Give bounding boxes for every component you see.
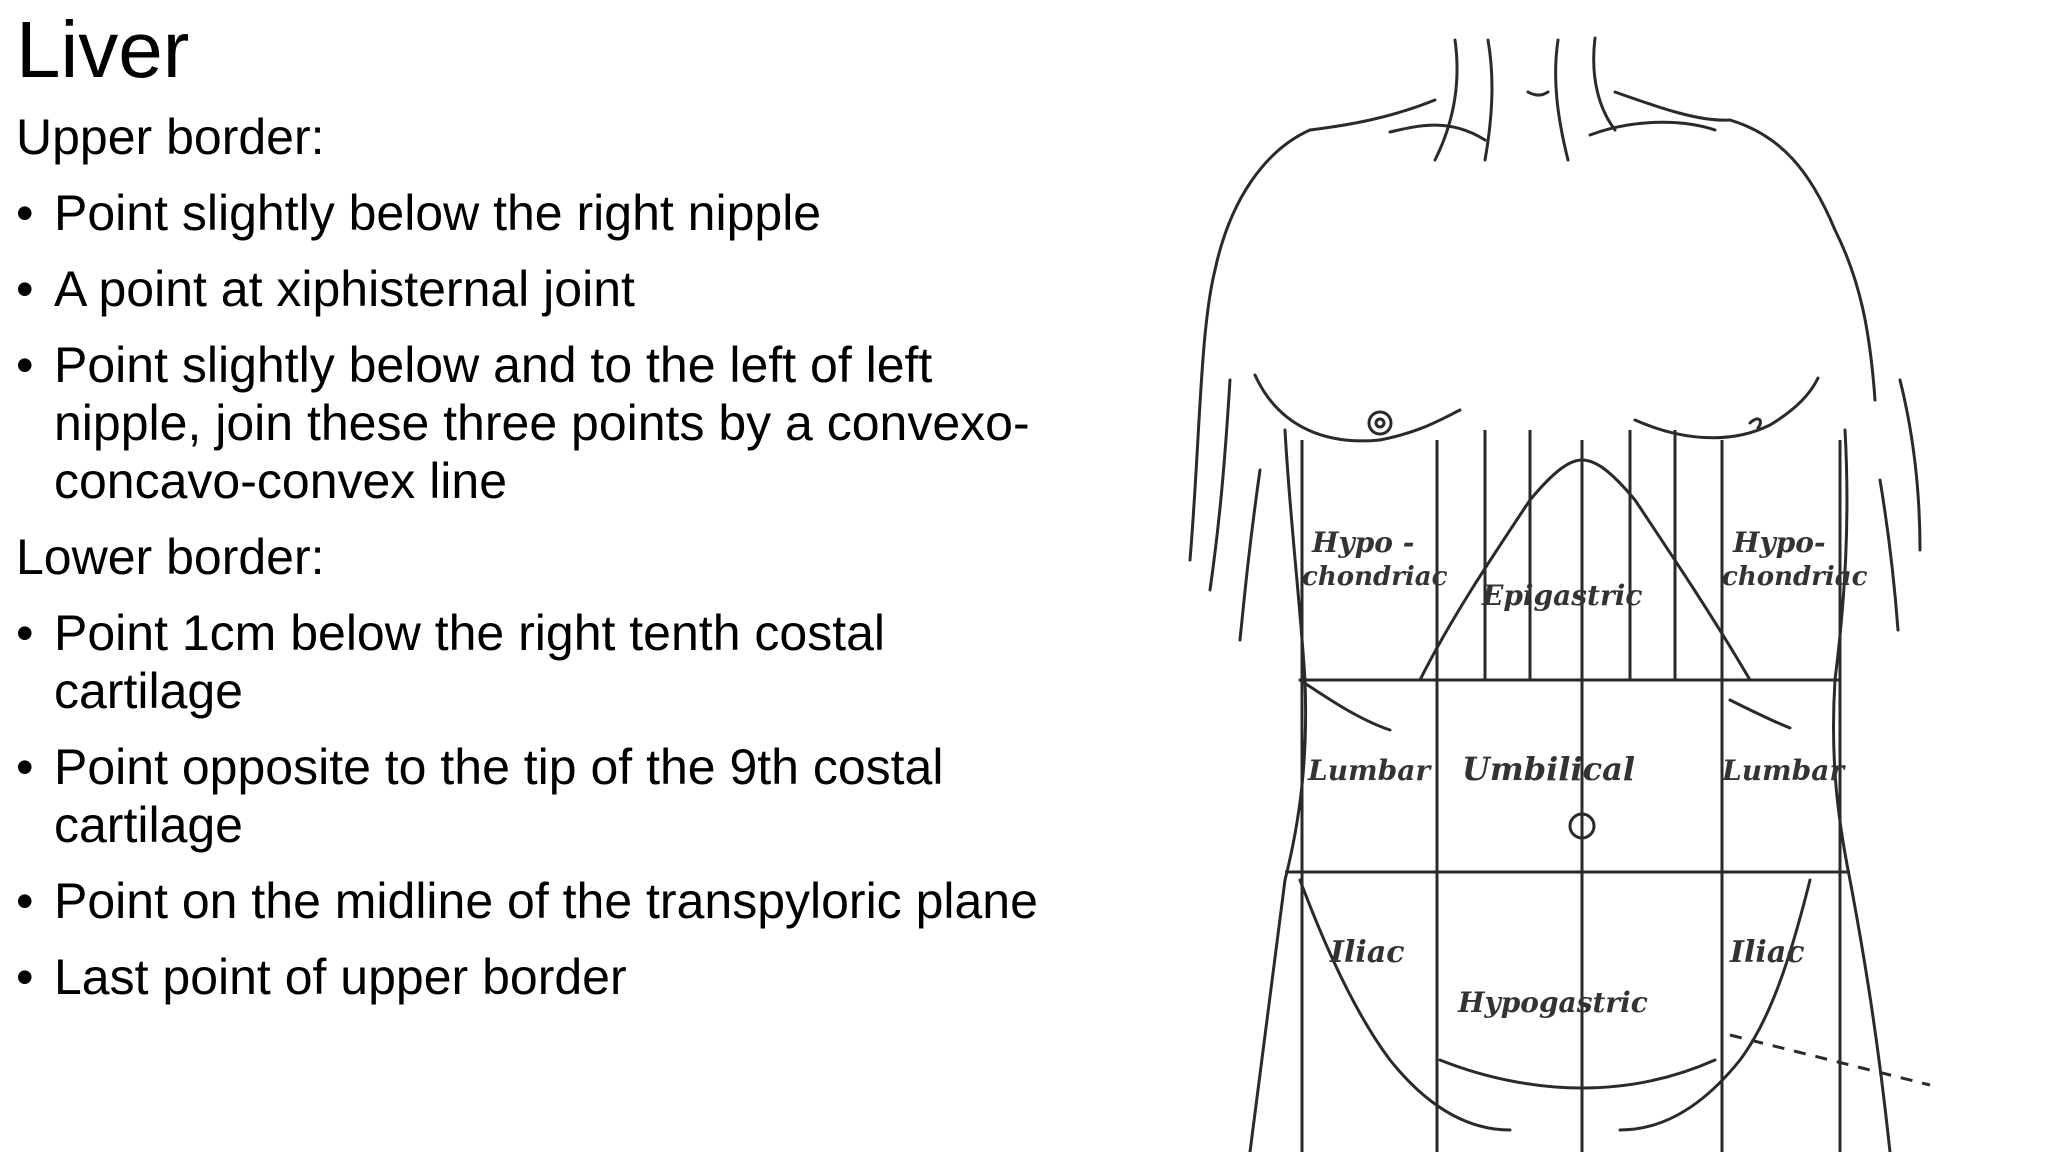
lower-border-list: • Point 1cm below the right tenth costal… (16, 604, 1076, 1006)
region-label-iliac-right: Iliac (1329, 935, 1405, 970)
text-column: Upper border: • Point slightly below the… (16, 108, 1076, 1024)
region-label-hypogastric: Hypogastric (1457, 986, 1648, 1019)
bullet-icon: • (16, 949, 34, 1005)
region-labels: Hypo - chondriac Epigastric Hypo- chondr… (1302, 526, 1868, 1019)
region-label-lumbar-left: Lumbar (1721, 754, 1846, 787)
bullet-text: Point slightly below the right nipple (54, 185, 822, 241)
upper-border-list: • Point slightly below the right nipple … (16, 184, 1076, 510)
region-label-epigastric: Epigastric (1481, 579, 1642, 612)
list-item: • A point at xiphisternal joint (16, 260, 1076, 318)
upper-border-label: Upper border: (16, 109, 325, 165)
bullet-text: A point at xiphisternal joint (54, 261, 635, 317)
torso-diagram: Hypo - chondriac Epigastric Hypo- chondr… (1188, 36, 1931, 1152)
bullet-text: Point 1cm below the right tenth costal c… (54, 605, 886, 719)
bullet-icon: • (16, 873, 34, 929)
list-item: • Point on the midline of the transpylor… (16, 872, 1076, 930)
region-label-hypochondriac-left-2: chondriac (1722, 562, 1868, 592)
list-item: • Point slightly below and to the left o… (16, 336, 1076, 510)
lower-border-label: Lower border: (16, 529, 325, 585)
region-label-hypochondriac-left-1: Hypo- (1732, 526, 1826, 559)
slide-title: Liver (16, 5, 190, 94)
region-label-hypochondriac-right-2: chondriac (1302, 562, 1448, 592)
list-item: • Point opposite to the tip of the 9th c… (16, 738, 1076, 854)
list-item: • Last point of upper border (16, 948, 1076, 1006)
region-label-iliac-left: Iliac (1729, 935, 1805, 970)
region-label-lumbar-right: Lumbar (1307, 754, 1432, 787)
bullet-text: Point opposite to the tip of the 9th cos… (54, 739, 944, 853)
bullet-icon: • (16, 261, 34, 317)
bullet-text: Point on the midline of the transpyloric… (54, 873, 1038, 929)
bullet-text: Point slightly below and to the left of … (54, 337, 1030, 509)
bullet-text: Last point of upper border (54, 949, 627, 1005)
list-item: • Point slightly below the right nipple (16, 184, 1076, 242)
bullet-icon: • (16, 739, 34, 795)
bullet-icon: • (16, 605, 34, 661)
region-grid (1285, 430, 1931, 1152)
list-item: • Point 1cm below the right tenth costal… (16, 604, 1076, 720)
region-label-umbilical: Umbilical (1462, 750, 1635, 788)
abdominal-regions-figure: Hypo - chondriac Epigastric Hypo- chondr… (1090, 0, 2048, 1152)
bullet-icon: • (16, 337, 34, 393)
region-label-hypochondriac-right-1: Hypo - (1311, 526, 1414, 559)
umbilicus-icon (1568, 812, 1596, 840)
bullet-icon: • (16, 185, 34, 241)
